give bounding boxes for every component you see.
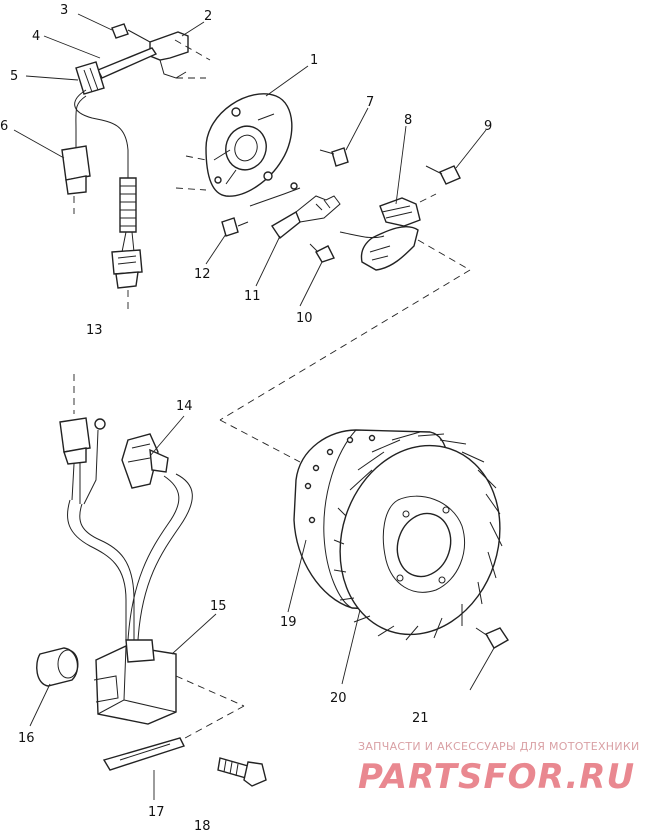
high-tension-lead: [67, 473, 193, 641]
stator-plate-part-1: [175, 93, 293, 197]
clip-part-5: [75, 61, 105, 95]
callout-14: 14: [176, 399, 193, 414]
watermark: ЗАПЧАСТИ И АКСЕССУАРЫ ДЛЯ МОТОТЕХНИКИ PA…: [358, 740, 640, 797]
screw-part-3: [111, 23, 151, 43]
bolt-part-18: [217, 757, 267, 787]
connector-part-13: [111, 249, 143, 310]
callout-16: 16: [18, 731, 35, 746]
screw-part-21: [469, 627, 509, 691]
callout-5: 5: [10, 69, 18, 84]
connector-lower: [59, 374, 106, 505]
fan-flywheel-part-20: [333, 431, 503, 641]
assembly-guide-lines: [219, 269, 471, 463]
callout-19: 19: [280, 615, 297, 630]
callout-17: 17: [148, 805, 165, 820]
bracket-part-17: [102, 737, 185, 800]
callout-1: 1: [310, 53, 318, 68]
spark-plug-cap-part-14: [121, 433, 169, 489]
callout-21: 21: [412, 711, 429, 726]
callout-3: 3: [60, 3, 68, 18]
screw-part-7: [319, 147, 349, 167]
callout-13: 13: [86, 323, 103, 338]
callout-12: 12: [194, 267, 211, 282]
callout-8: 8: [404, 113, 412, 128]
cap-part-16: [36, 647, 79, 687]
wire-harness-upper: [74, 89, 129, 180]
callout-9: 9: [484, 119, 492, 134]
pulser-coil-part-11: [249, 182, 341, 240]
callout-numbers: 3 2 4 5 6 1 7 8 9 12 11 10 13 14 15 19 2…: [0, 3, 492, 834]
charging-coil-part-8: [339, 193, 471, 271]
watermark-tagline: ЗАПЧАСТИ И АКСЕССУАРЫ ДЛЯ МОТОТЕХНИКИ: [358, 740, 640, 753]
screw-part-9: [425, 165, 461, 185]
screw-part-12: [221, 217, 249, 237]
leader-lines: [13, 13, 487, 727]
connector-part-6: [61, 145, 91, 214]
ignition-coil-part-15: [93, 639, 245, 745]
bracket-part-2: [149, 31, 211, 79]
ground-wire-part-4: [97, 47, 158, 79]
callout-10: 10: [296, 311, 313, 326]
watermark-brand: PARTSFOR.RU: [358, 757, 635, 797]
callout-7: 7: [366, 95, 374, 110]
callout-18: 18: [194, 819, 211, 834]
callout-20: 20: [330, 691, 347, 706]
spring-coil-on-wire: [119, 177, 137, 253]
callout-6: 6: [0, 119, 8, 134]
callout-2: 2: [204, 9, 212, 24]
callout-11: 11: [244, 289, 261, 304]
callout-4: 4: [32, 29, 40, 44]
screw-part-10: [309, 243, 335, 263]
callout-15: 15: [210, 599, 227, 614]
